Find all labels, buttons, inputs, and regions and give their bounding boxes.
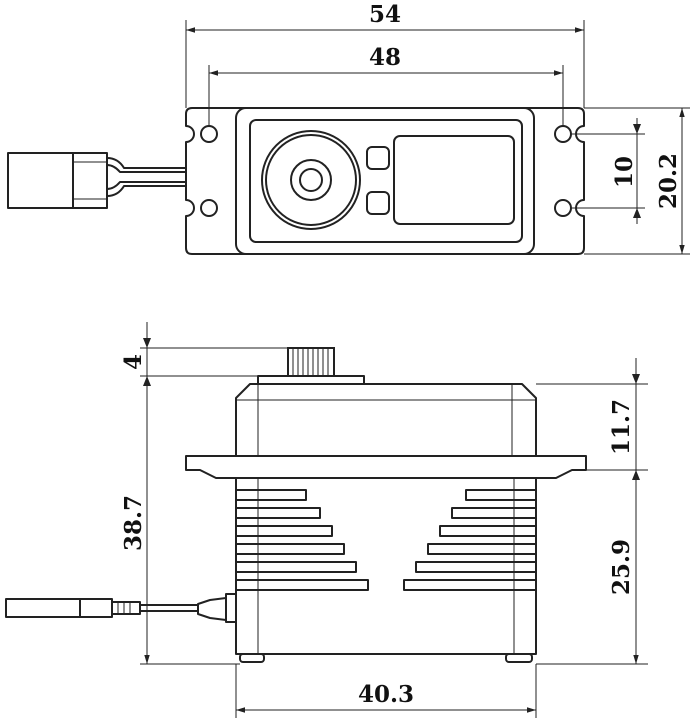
side-view-extension-lines xyxy=(140,347,648,718)
case-outline xyxy=(235,107,535,255)
dim-arrow-pitch-bottom xyxy=(633,208,641,218)
mounting-hole-top-left xyxy=(200,125,218,143)
side-connector-plug xyxy=(5,598,113,618)
side-mounting-flange xyxy=(185,455,587,479)
foot-right xyxy=(505,653,533,663)
cable-wires xyxy=(106,157,187,197)
dim-label-overall-height: 20.2 xyxy=(655,153,682,209)
dim-label-upper-case: 11.7 xyxy=(608,399,635,455)
top-view: 54 48 10 20.2 xyxy=(7,1,690,255)
lower-case xyxy=(235,477,537,655)
mounting-hole-bottom-left xyxy=(200,199,218,217)
upper-case xyxy=(235,383,537,457)
foot-left xyxy=(239,653,265,663)
dim-label-body-height: 38.7 xyxy=(120,495,147,551)
dim-label-body-width: 40.3 xyxy=(358,681,414,708)
dim-arrow-spline-bottom xyxy=(143,376,151,386)
output-spline xyxy=(261,130,361,230)
spline-boss xyxy=(257,375,365,385)
case-screw-bottom xyxy=(366,191,390,215)
case-screw-top xyxy=(366,146,390,170)
side-view: 4 38.7 11.7 25.9 40.3 xyxy=(5,322,648,718)
dim-arrow-pitch-top xyxy=(633,124,641,134)
heat-sink-fins-left xyxy=(235,489,369,591)
label-plate xyxy=(393,135,515,225)
heat-sink-fins-right xyxy=(403,489,537,591)
connector-plug xyxy=(7,152,108,209)
dim-arrow-spline-top xyxy=(143,338,151,348)
dim-label-overall-width: 54 xyxy=(369,1,401,28)
dim-label-hole-spacing: 48 xyxy=(369,44,401,71)
mounting-hole-top-right xyxy=(554,125,572,143)
dim-label-hole-pitch: 10 xyxy=(611,156,638,188)
side-cable xyxy=(111,593,237,623)
dim-label-lower-case: 25.9 xyxy=(608,539,635,595)
mounting-flange xyxy=(185,107,585,255)
spline-gear xyxy=(287,347,335,377)
dim-arrow-upper-top xyxy=(632,374,640,384)
case-top-plate xyxy=(249,119,523,243)
dim-label-spline-height: 4 xyxy=(120,354,147,370)
mounting-hole-bottom-right xyxy=(554,199,572,217)
